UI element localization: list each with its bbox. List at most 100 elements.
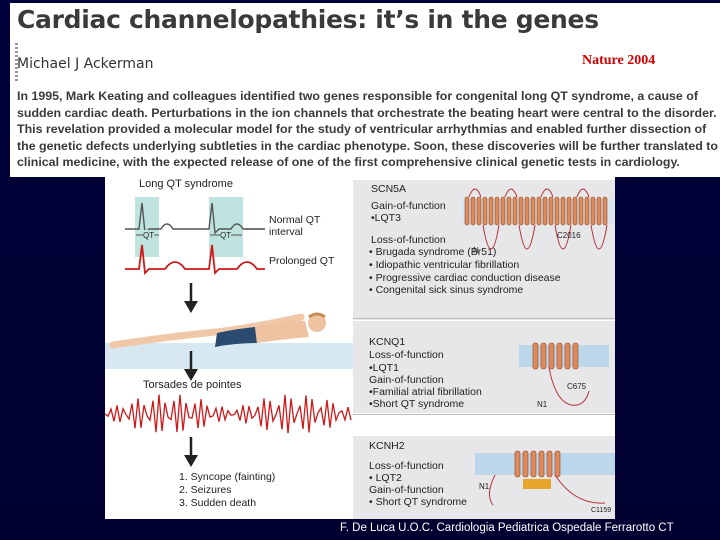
helix-segment: [500, 196, 506, 226]
loop-segment: [468, 188, 500, 250]
helix-segment: [548, 196, 554, 226]
helix-segment: [524, 196, 530, 226]
kcnh2-line: • Short QT syndrome: [369, 496, 468, 508]
kcnh2-n-terminus: N1: [479, 482, 490, 491]
loop-segment: [504, 188, 536, 250]
helix-segment: [556, 342, 563, 370]
divider: [353, 414, 615, 415]
footer-credit: F. De Luca U.O.C. Cardiologia Pediatrica…: [340, 522, 674, 534]
kcnq1-gene: KCNQ1: [369, 336, 406, 348]
helix-segment: [578, 196, 584, 226]
helix-segment: [564, 342, 571, 370]
loop-segment: [576, 188, 608, 250]
kcnh2-panel: [353, 436, 615, 519]
torsades-label: Torsades de pointes: [143, 379, 242, 391]
kcnq1-c-terminus: C675: [567, 382, 587, 391]
helix-segment: [542, 196, 548, 226]
scn5a-c-terminus: C2016: [557, 231, 581, 240]
article-title: Cardiac channelopathies: it’s in the gen…: [17, 5, 599, 34]
scn5a-line: • Idiopathic ventricular fibrillation: [369, 259, 520, 271]
helix-segment: [482, 196, 488, 226]
scn5a-gene: SCN5A: [371, 183, 407, 195]
author-name: Michael J Ackerman: [17, 56, 154, 72]
helix-segment: [536, 196, 542, 226]
scn5a-line: Loss-of-function: [371, 234, 446, 246]
helix-segment: [584, 196, 590, 226]
kcnh2-gene: KCNH2: [369, 440, 405, 452]
loop-segment: [540, 188, 572, 250]
helix-segment: [596, 196, 602, 226]
helix-segment: [538, 450, 545, 478]
kcnq1-line: •LQT1: [369, 362, 399, 374]
kcnh2-line: Gain-of-function: [369, 484, 444, 496]
kcnh2-c-terminus: C1159: [591, 507, 612, 514]
kcnq1-channel-icon: [519, 342, 609, 406]
outcome-item: 1. Syncope (fainting): [179, 471, 276, 483]
helix-segment: [554, 450, 561, 478]
down-arrow-icon: [184, 351, 198, 381]
scn5a-line: • Brugada syndrome (Br51): [369, 246, 497, 258]
figure-panel: Long QT syndrome QT QT Normal QT interva…: [105, 177, 615, 519]
helix-segment: [540, 342, 547, 370]
torsades-ecg: [105, 394, 352, 434]
helix-segment: [566, 196, 572, 226]
down-arrow-icon: [184, 283, 198, 313]
helix-segment: [522, 450, 529, 478]
helix-segment: [532, 342, 539, 370]
helix-segment: [488, 196, 494, 226]
abstract: In 1995, Mark Keating and colleagues ide…: [17, 88, 718, 171]
abstract-line: In 1995, Mark Keating and colleagues ide…: [17, 89, 698, 103]
helix-segment: [530, 196, 536, 226]
helix-segment: [572, 342, 579, 370]
helix-segment: [554, 196, 560, 226]
qt-label: QT: [220, 230, 232, 241]
long-qt-title: Long QT syndrome: [139, 178, 233, 190]
outcome-item: 2. Seizures: [179, 484, 232, 496]
kcnh2-line: • LQT2: [369, 472, 402, 484]
helix-segment: [476, 196, 482, 226]
normal-qt-label-2: interval: [269, 226, 303, 238]
scn5a-line: • Progressive cardiac conduction disease: [369, 272, 561, 284]
normal-qt-label: Normal QT: [269, 214, 321, 226]
kcnq1-n-terminus: N1: [537, 400, 548, 409]
scn5a-n-terminus: N: [473, 246, 479, 255]
helix-segment: [546, 450, 553, 478]
helix-segment: [506, 196, 512, 226]
side-mark: [15, 43, 18, 83]
helix-segment: [512, 196, 518, 226]
helix-segment: [590, 196, 596, 226]
kcnh2-channel-icon: [475, 450, 615, 506]
divider: [353, 318, 615, 319]
kcnq1-line: Gain-of-function: [369, 374, 444, 386]
helix-segment: [464, 196, 470, 226]
kcnh2-line: Loss-of-function: [369, 460, 444, 472]
kcnq1-line: Loss-of-function: [369, 349, 444, 361]
kcnq1-line: •Short QT syndrome: [369, 398, 465, 410]
qt-label: QT: [143, 230, 155, 241]
citation: Nature 2004: [582, 53, 656, 68]
abstract-line: the genetic defects underlying subtletie…: [17, 138, 718, 153]
scn5a-line: •LQT3: [371, 212, 401, 224]
helix-segment: [560, 196, 566, 226]
ecg-diagram: [125, 197, 265, 275]
helix-segment: [518, 196, 524, 226]
prolonged-qt-label: Prolonged QT: [269, 255, 335, 267]
scn5a-line: • Congenital sick sinus syndrome: [369, 284, 524, 296]
helix-segment: [530, 450, 537, 478]
article-header: Cardiac channelopathies: it’s in the gen…: [10, 3, 720, 177]
helix-segment: [548, 342, 555, 370]
outcome-item: 3. Sudden death: [179, 497, 257, 509]
down-arrow-icon: [184, 437, 198, 467]
scn5a-channel-icon: [461, 188, 613, 250]
helix-segment: [494, 196, 500, 226]
helix-segment: [470, 196, 476, 226]
helix-segment: [572, 196, 578, 226]
abstract-line: clinical medicine, with the expected rel…: [17, 155, 680, 170]
swimmer-illustration: [105, 312, 353, 369]
kcnq1-line: •Familial atrial fibrillation: [369, 386, 482, 398]
abstract-line: This revelation provided a molecular mod…: [17, 122, 707, 137]
abstract-line: sudden cardiac death. Perturbations in t…: [17, 105, 717, 120]
helix-segment: [602, 196, 608, 226]
scn5a-line: Gain-of-function: [371, 200, 446, 212]
helix-segment: [514, 450, 521, 478]
